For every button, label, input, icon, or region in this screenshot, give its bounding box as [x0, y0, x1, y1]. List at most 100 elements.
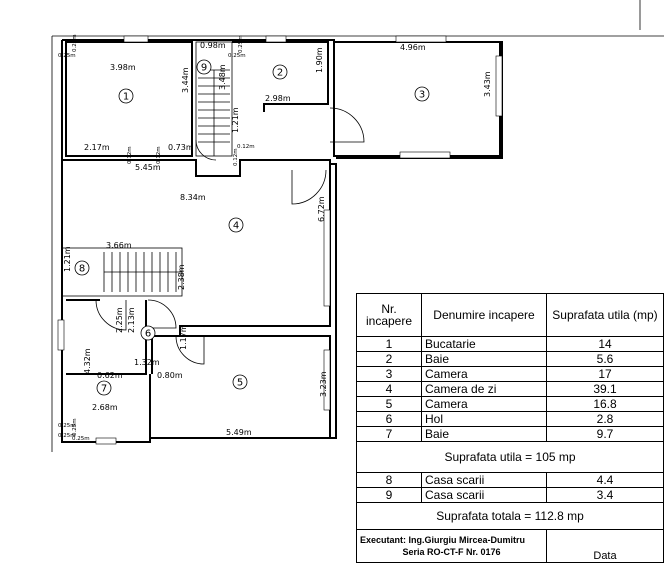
legend-cell-nr: 7: [356, 425, 422, 442]
room-number-circle: [96, 380, 112, 396]
room-number-circle: [228, 217, 244, 233]
dimension-label: 1.21m: [63, 246, 72, 272]
dimension-label: 3.66m: [106, 241, 132, 250]
room-number: 4: [233, 221, 239, 232]
small-dimension-label: 0.25m: [58, 423, 76, 429]
window-room-7-south: [95, 437, 117, 445]
dimension-label: 1.32m: [134, 358, 160, 367]
useful-total-row: Suprafata utila = 105 mp: [356, 440, 664, 473]
dimension-label: 1.21m: [231, 107, 240, 133]
door-room-4: [291, 169, 327, 205]
room-legend-table: Nr. incapere Denumire incapere Suprafata…: [356, 293, 664, 563]
small-dimension-label: 0.25m: [72, 34, 78, 52]
legend-cell-nr: 8: [356, 471, 422, 488]
room-number: 6: [145, 329, 151, 340]
dimension-label: 2.25m: [115, 307, 124, 333]
window-room-5: [323, 349, 331, 411]
legend-cell-name: Bucatarie: [421, 335, 547, 352]
window-room-1: [123, 35, 149, 43]
dimension-label: 2.13m: [127, 307, 136, 333]
room-number-circle: [272, 64, 288, 80]
door-room-1: [195, 139, 217, 161]
dimension-label: 3.98m: [110, 63, 136, 72]
window-room-3-north: [395, 35, 447, 43]
legend-cell-nr: 5: [356, 395, 422, 412]
dimension-label: 0.80m: [157, 371, 183, 380]
door-room-7: [95, 299, 127, 331]
legend-cell-nr: 4: [356, 380, 422, 397]
dimension-label: 3.43m: [483, 71, 492, 97]
legend-cell-name: Camera: [421, 365, 547, 382]
small-dimension-label: 0.25m: [228, 53, 246, 59]
legend-cell-nr: 9: [356, 486, 422, 503]
legend-cell-nr: 2: [356, 350, 422, 367]
room-number-circle: [232, 374, 248, 390]
room-number-circle: [414, 86, 430, 102]
dimension-label: 4.96m: [400, 43, 426, 52]
window-room-3-south: [399, 151, 451, 159]
small-dimension-label: 0.12m: [237, 144, 255, 150]
col-area-header: Suprafata utila (mp): [546, 293, 664, 337]
room-number: 1: [123, 92, 129, 103]
grand-total: Suprafata totala = 112.8 mp: [356, 501, 664, 530]
dimension-label: 2.98m: [265, 94, 291, 103]
legend-cell-name: Casa scarii: [421, 471, 547, 488]
legend-cell-area: 14: [546, 335, 664, 352]
room-number-circle: [140, 325, 156, 341]
useful-total: Suprafata utila = 105 mp: [356, 440, 664, 473]
room-number: 3: [419, 90, 425, 101]
legend-header-row: Nr. incapere Denumire incapere Suprafata…: [356, 293, 664, 337]
stair-9-steps: [198, 69, 230, 156]
room-number-circle: [74, 260, 90, 276]
door-room-5: [175, 335, 205, 365]
window-room-2: [265, 35, 287, 43]
small-dimension-label: 0.12m: [156, 146, 162, 164]
small-dimension-label: 0.12m: [233, 148, 239, 166]
dimension-label: 6.72m: [317, 196, 326, 222]
window-room-7: [57, 319, 65, 351]
legend-cell-nr: 6: [356, 410, 422, 427]
room-number-circle: [118, 88, 134, 104]
room-number: 8: [79, 264, 85, 275]
legend-cell-area: 5.6: [546, 350, 664, 367]
dimension-label: 2.17m: [84, 143, 110, 152]
dimension-label: 0.62m: [97, 371, 123, 380]
legend-cell-name: Casa scarii: [421, 486, 547, 503]
legend-cell-area: 17: [546, 365, 664, 382]
small-dimension-label: 0.12m: [127, 146, 133, 164]
dimension-label: 4.32m: [83, 348, 92, 374]
small-dimension-label: 0.25m: [72, 436, 90, 442]
dimension-label: 5.49m: [226, 428, 252, 437]
dimension-label: 0.98m: [200, 41, 226, 50]
door-hall-6: [147, 299, 177, 329]
small-dimension-label: 0.25m: [58, 53, 76, 59]
room-7-inner-wall: [66, 300, 147, 375]
footer-row: Executant: Ing.Giurgiu Mircea-Dumitru Se…: [356, 528, 664, 563]
dimension-label: 1.90m: [315, 47, 324, 73]
dimension-label: 0.73m: [168, 143, 194, 152]
legend-cell-name: Camera de zi: [421, 380, 547, 397]
window-room-3-east: [495, 55, 503, 117]
small-dimension-label: 0.25m: [238, 35, 244, 53]
legend-cell-name: Camera: [421, 395, 547, 412]
stair-8-steps: [103, 252, 182, 292]
col-nr-header: Nr. incapere: [356, 293, 422, 337]
legend-cell-area: 3.4: [546, 486, 664, 503]
legend-cell-area: 4.4: [546, 471, 664, 488]
dimension-label: 1.17m: [179, 324, 188, 350]
room-number: 5: [237, 378, 243, 389]
small-dimension-label: 0.25m: [58, 433, 76, 439]
legend-cell-name: Baie: [421, 350, 547, 367]
executant-text: Executant: Ing.Giurgiu Mircea-Dumitru: [360, 534, 526, 545]
door-room-3: [329, 107, 365, 143]
window-room-4: [323, 209, 331, 307]
